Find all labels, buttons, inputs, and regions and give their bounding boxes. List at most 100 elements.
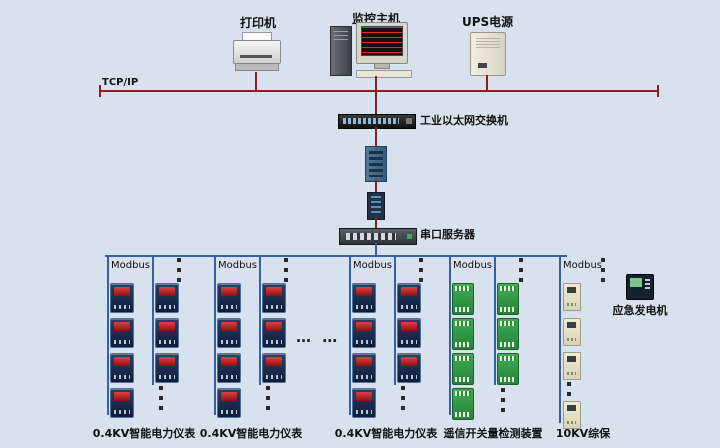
ups-label: UPS电源 <box>462 15 514 29</box>
power-meter-icon <box>110 283 134 313</box>
group-caption-5: 10KV综保 <box>555 427 611 440</box>
chain-wire-1 <box>375 92 377 114</box>
power-meter-icon <box>397 318 421 348</box>
protection-relay-icon <box>563 401 581 429</box>
feeder-line-2 <box>259 255 261 385</box>
io-module-icon <box>497 353 519 385</box>
power-meter-icon <box>217 283 241 313</box>
modbus-group-5: Modbus <box>559 254 619 430</box>
power-meter-icon <box>397 283 421 313</box>
feeder-line-2 <box>152 255 154 385</box>
more-devices-ellipsis <box>567 382 571 398</box>
feeder-line <box>107 255 109 415</box>
io-module-icon <box>452 388 474 420</box>
fiber-converter-icon <box>365 146 387 182</box>
protection-relay-icon <box>563 318 581 346</box>
io-module-icon <box>497 283 519 315</box>
power-meter-icon <box>110 388 134 418</box>
feeder-line-2 <box>494 255 496 385</box>
power-meter-icon <box>262 283 286 313</box>
tcpip-left-terminator <box>99 85 101 97</box>
power-meter-icon <box>155 283 179 313</box>
tcpip-bus-line <box>100 90 658 92</box>
monitoring-host-icon <box>330 22 414 80</box>
modbus-group-4: Modbus <box>449 254 529 430</box>
serial-server-icon <box>339 228 417 245</box>
modbus-bus-line <box>105 255 567 257</box>
modbus-label: Modbus <box>453 260 492 271</box>
power-meter-icon <box>155 353 179 383</box>
more-groups-ellipsis: … … <box>296 328 341 346</box>
ups-drop-wire <box>486 75 488 91</box>
io-module-icon <box>497 318 519 350</box>
generator-controller-icon <box>626 274 654 300</box>
printer-label: 打印机 <box>240 16 277 30</box>
feeder-line-2 <box>394 255 396 385</box>
modbus-group-1: Modbus <box>107 254 187 430</box>
more-devices-ellipsis <box>266 386 270 412</box>
modbus-label: Modbus <box>218 260 257 271</box>
printer-base <box>235 63 279 71</box>
feeder-line <box>214 255 216 415</box>
modbus-label: Modbus <box>111 260 150 271</box>
power-meter-icon <box>217 388 241 418</box>
generator-label: 应急发电机 <box>612 304 668 317</box>
io-module-icon <box>452 283 474 315</box>
group-caption-1: 0.4KV智能电力仪表 <box>92 427 196 440</box>
power-meter-icon <box>352 318 376 348</box>
group-caption-4: 遥信开关量检测装置 <box>443 427 543 440</box>
power-meter-icon <box>217 353 241 383</box>
computer-tower <box>330 26 352 76</box>
printer-icon <box>233 32 281 72</box>
host-drop-wire <box>375 76 377 91</box>
printer-drop-wire <box>255 72 257 91</box>
power-meter-icon <box>110 353 134 383</box>
serial-server-label: 串口服务器 <box>420 228 475 241</box>
power-meter-icon <box>352 388 376 418</box>
power-meter-icon <box>262 318 286 348</box>
more-devices-ellipsis <box>401 386 405 412</box>
group-caption-3: 0.4KV智能电力仪表 <box>334 427 438 440</box>
power-meter-icon <box>217 318 241 348</box>
feeder-line <box>349 255 351 415</box>
more-devices-ellipsis <box>501 388 505 414</box>
modbus-label: Modbus <box>563 260 602 271</box>
more-columns-ellipsis <box>284 258 288 284</box>
modbus-group-2: Modbus <box>214 254 294 430</box>
feeder-line <box>559 255 561 423</box>
protocol-converter-icon <box>367 192 385 220</box>
modbus-group-3: Modbus <box>349 254 429 430</box>
ethernet-switch-label: 工业以太网交换机 <box>420 114 508 127</box>
printer-slot <box>240 55 272 58</box>
chain-wire-3 <box>375 180 377 192</box>
feeder-line <box>449 255 451 415</box>
power-meter-icon <box>352 283 376 313</box>
power-meter-icon <box>352 353 376 383</box>
power-meter-icon <box>110 318 134 348</box>
monitor-screen <box>361 26 403 56</box>
more-columns-ellipsis <box>177 258 181 284</box>
tcpip-right-terminator <box>657 85 659 97</box>
io-module-icon <box>452 318 474 350</box>
protection-relay-icon <box>563 283 581 311</box>
chain-wire-5 <box>375 243 377 256</box>
modbus-label: Modbus <box>353 260 392 271</box>
ups-icon <box>470 32 506 76</box>
more-columns-ellipsis <box>519 258 523 284</box>
printer-body <box>233 40 281 64</box>
more-devices-ellipsis <box>159 386 163 412</box>
power-meter-icon <box>397 353 421 383</box>
keyboard <box>356 70 412 78</box>
power-meter-icon <box>262 353 286 383</box>
group-caption-2: 0.4KV智能电力仪表 <box>199 427 303 440</box>
more-columns-ellipsis <box>419 258 423 284</box>
ethernet-switch-icon <box>338 114 416 129</box>
more-columns-ellipsis <box>601 258 605 284</box>
protection-relay-icon <box>563 352 581 380</box>
monitor-stand <box>374 63 390 69</box>
io-module-icon <box>452 353 474 385</box>
power-meter-icon <box>155 318 179 348</box>
tcpip-label: TCP/IP <box>102 77 139 88</box>
chain-wire-2 <box>375 127 377 146</box>
